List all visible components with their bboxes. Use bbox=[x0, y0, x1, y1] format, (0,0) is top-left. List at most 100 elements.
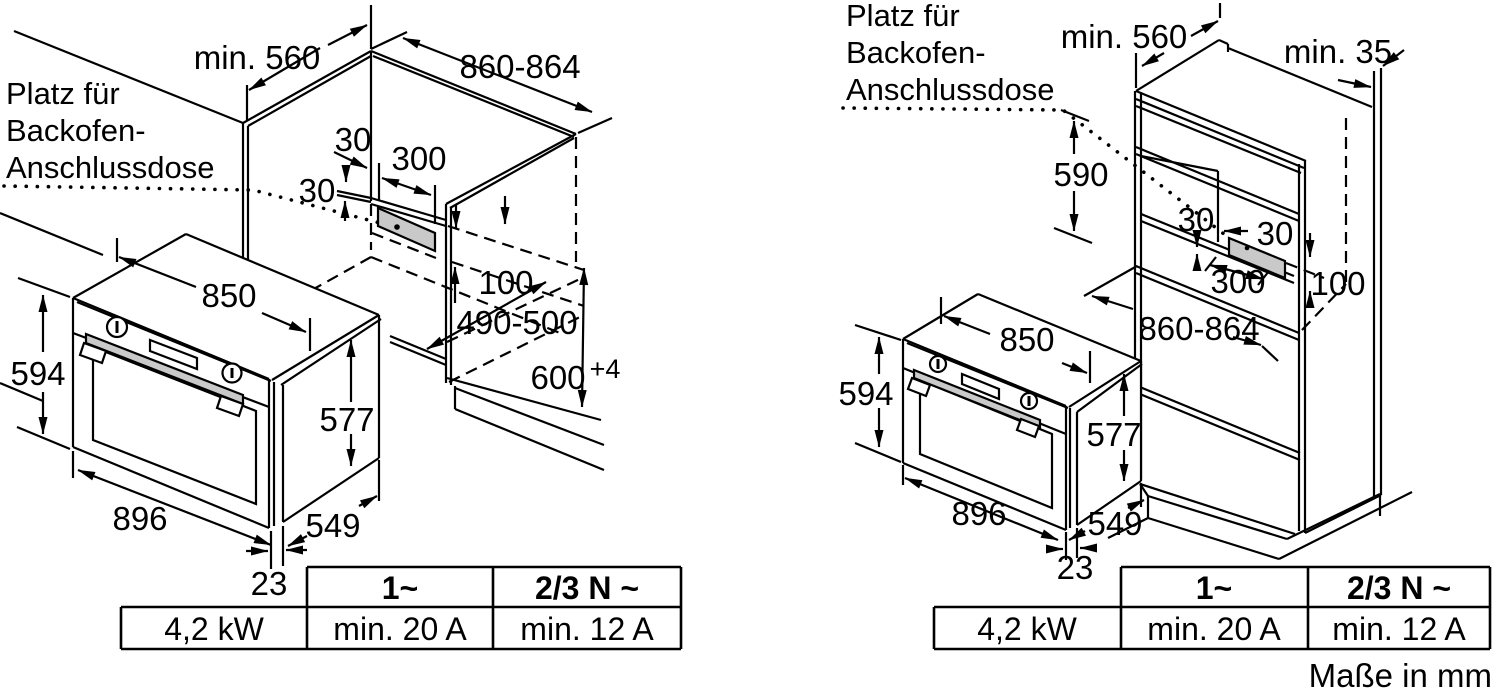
dim-arrow bbox=[1141, 52, 1165, 67]
dim-arrow bbox=[1209, 263, 1264, 281]
panel-top bbox=[242, 50, 372, 124]
dim-label-door-overhang: 23 bbox=[1057, 549, 1094, 586]
oven-handle-bracket bbox=[78, 341, 108, 365]
counter-right bbox=[454, 386, 605, 447]
hidden-clearance bbox=[451, 260, 585, 308]
table-cell-fuse23: min. 12 A bbox=[1332, 611, 1466, 647]
cabinet-top-back bbox=[1227, 46, 1373, 109]
dim-label-box-offset: 30 bbox=[299, 172, 336, 209]
left-diagram: Platz für Backofen- Anschlussdose min. 5… bbox=[0, 5, 683, 651]
compartment-divider bbox=[1134, 390, 1301, 462]
wall-line bbox=[13, 29, 244, 125]
oven-side-top bbox=[1068, 360, 1142, 408]
ext-line bbox=[854, 441, 902, 464]
dotted-leader bbox=[841, 106, 1226, 236]
dim-arrow bbox=[327, 24, 368, 46]
oven-display bbox=[960, 372, 1001, 401]
oven-display bbox=[148, 338, 199, 371]
dim-label-oven-body-height: 577 bbox=[1086, 416, 1141, 453]
table-header-23phase: 2/3 N ~ bbox=[535, 570, 639, 606]
ext-line bbox=[16, 425, 71, 451]
plinth-side-top bbox=[1286, 493, 1381, 540]
dim-label-oven-front-height: 594 bbox=[10, 355, 65, 392]
cabinet-top-edge bbox=[1135, 39, 1220, 92]
dim-label-niche-width: 860-864 bbox=[459, 48, 580, 85]
dim-label-wall-clearance: min. 35 bbox=[1284, 33, 1392, 70]
dim-arrow bbox=[577, 267, 589, 408]
table-cell-fuse23: min. 12 A bbox=[520, 611, 654, 647]
dim-label-door-overhang: 23 bbox=[251, 565, 288, 602]
counter-line bbox=[0, 381, 44, 403]
oven-top-edge bbox=[185, 232, 380, 317]
ext-line bbox=[370, 31, 408, 50]
panel-top bbox=[247, 55, 372, 127]
hidden-clearance bbox=[447, 224, 585, 272]
dim-arrow bbox=[287, 534, 308, 547]
plinth-top bbox=[1147, 494, 1288, 541]
hidden-edge bbox=[1285, 261, 1325, 280]
counter-line bbox=[0, 211, 104, 257]
ext-line bbox=[1261, 345, 1279, 362]
cabinet-top-edge bbox=[1218, 38, 1229, 46]
dim-arrow bbox=[1382, 49, 1405, 67]
cabinet-bottom-edge bbox=[1139, 482, 1296, 536]
table-header-1phase: 1~ bbox=[382, 570, 418, 606]
oven-side-top bbox=[1076, 363, 1143, 413]
hidden-floor-edge bbox=[311, 256, 372, 291]
dim-label-niche-width: 860-864 bbox=[1138, 310, 1259, 347]
back-strip bbox=[336, 189, 372, 200]
dim-arrow bbox=[943, 314, 991, 336]
right-panel-top bbox=[445, 133, 577, 205]
table-header-23phase: 2/3 N ~ bbox=[1347, 570, 1451, 606]
ext-line bbox=[17, 276, 71, 299]
counter-right bbox=[446, 376, 602, 422]
note-line: Backofen- bbox=[846, 35, 986, 70]
units-note: Maße in mm bbox=[1309, 657, 1492, 694]
dim-label-box-offset: 30 bbox=[1257, 215, 1294, 252]
oven-body-bottom bbox=[1076, 480, 1142, 526]
niche-bottom-edge bbox=[1135, 271, 1300, 342]
hidden-edge bbox=[1301, 283, 1347, 331]
note-line: Anschlussdose bbox=[6, 150, 215, 185]
floor-front-edge bbox=[389, 340, 447, 367]
oven-side-top bbox=[280, 318, 382, 386]
oven-handle-bracket bbox=[906, 376, 932, 398]
dim-label-box-offset: 30 bbox=[335, 121, 372, 158]
ext-line bbox=[1257, 270, 1270, 286]
dim-label-oven-front-height: 594 bbox=[838, 375, 893, 412]
cabinet-front-top bbox=[1135, 89, 1307, 163]
ext-line bbox=[1053, 226, 1093, 245]
note-line: Platz für bbox=[6, 76, 120, 111]
connection-box-hidden-edge bbox=[371, 231, 437, 260]
counter-right bbox=[454, 407, 605, 472]
dim-label-niche-height-tol: +4 bbox=[590, 354, 621, 384]
floor-front-edge bbox=[389, 334, 447, 361]
note-line: Backofen- bbox=[6, 113, 146, 148]
plinth-bottom bbox=[1147, 516, 1280, 561]
dim-label-niche-depth: min. 560 bbox=[1061, 18, 1188, 55]
cabinet-side-bottom bbox=[1304, 494, 1382, 534]
floor-line bbox=[1107, 517, 1149, 539]
dim-arrow bbox=[1232, 335, 1262, 347]
ext-line bbox=[854, 323, 902, 342]
table-cell-fuse1: min. 20 A bbox=[1147, 611, 1281, 647]
dim-arrow bbox=[248, 47, 321, 91]
dim-label-box-height: 100 bbox=[1310, 265, 1365, 302]
connection-box bbox=[376, 206, 437, 253]
oven-handle-bracket bbox=[215, 394, 245, 418]
table-cell-power: 4,2 kW bbox=[164, 611, 264, 647]
dim-arrow bbox=[1061, 361, 1088, 375]
dim-label-oven-body-height: 577 bbox=[319, 401, 374, 438]
cabinet-board-edge bbox=[1135, 97, 1305, 170]
connection-box-hole bbox=[394, 224, 400, 230]
compartment-divider bbox=[1134, 383, 1301, 455]
dim-label-oven-top-width: 850 bbox=[201, 277, 256, 314]
oven-top-edge bbox=[906, 341, 1069, 410]
dim-label-box-width: 300 bbox=[1210, 263, 1265, 300]
oven-handle bbox=[912, 368, 1042, 430]
ext-line bbox=[1060, 108, 1090, 123]
oven-side-top bbox=[271, 314, 380, 381]
dim-arrow bbox=[261, 311, 307, 334]
dim-label-box-height: 100 bbox=[478, 264, 533, 301]
